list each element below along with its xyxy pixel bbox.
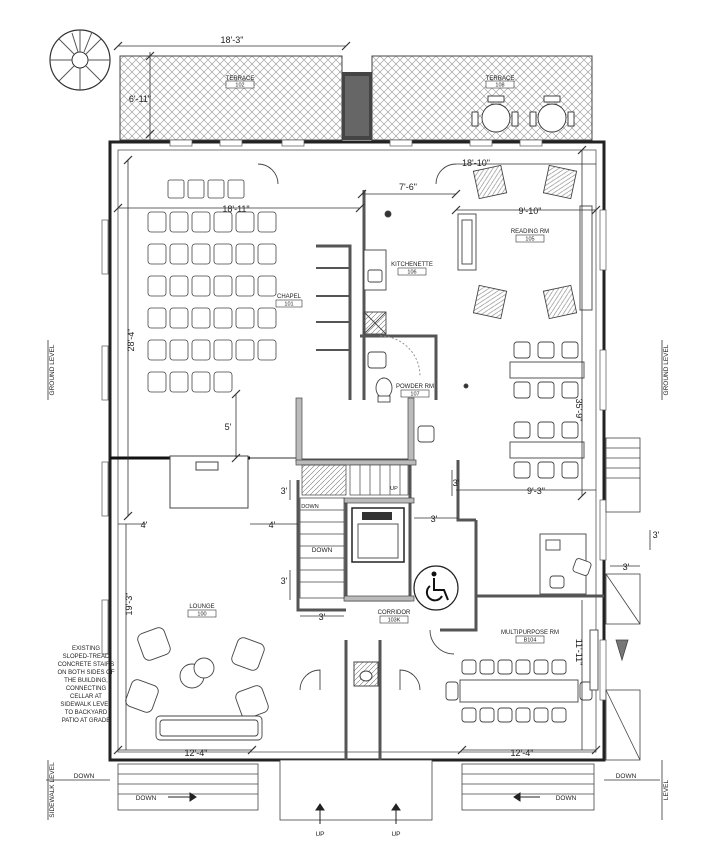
down-center: DOWN: [312, 547, 333, 554]
up-right: UP: [391, 831, 400, 838]
svg-text:CELLAR AT: CELLAR AT: [70, 694, 102, 700]
corridor-num: 103K: [388, 618, 401, 624]
accessibility-icon: [413, 565, 459, 611]
svg-text:TO BACKYARD: TO BACKYARD: [65, 710, 108, 716]
dim-three-c: 3': [319, 612, 326, 622]
powder-name: POWDER RM: [396, 384, 434, 390]
room-labels: TERRACE 102 TERRACE 108 CHAPEL 101 KITCH…: [187, 76, 559, 644]
dim-chapel-depth: 28'-4": [126, 329, 136, 352]
spiral-stair: [49, 29, 111, 91]
dim-bottom-right: 12'-4": [511, 748, 534, 758]
kitchenette-num: 106: [407, 270, 416, 276]
dim-multi-depth: 11'-11": [574, 639, 584, 666]
level-ground-right: GROUND LEVEL: [663, 344, 670, 395]
dim-top: 18'-3": [221, 35, 244, 45]
level-ground-left: GROUND LEVEL: [49, 344, 56, 395]
terrace-left: [119, 55, 343, 141]
lounge-name: LOUNGE: [189, 604, 214, 610]
level-lines: [47, 340, 663, 820]
exterior-wall-inner: [117, 149, 597, 753]
dim-four-a: 4': [141, 520, 148, 530]
dim-three-f: 3': [653, 530, 660, 540]
chapel-chairs: [147, 179, 277, 393]
terrace-right-name: TERRACE: [486, 76, 515, 82]
dim-three-e: 3': [453, 478, 460, 488]
terrace-left-num: 102: [235, 83, 244, 89]
existing-stairs-note: EXISTING SLOPED-TREAD CONCRETE STAIRS ON…: [57, 646, 114, 724]
entry-arrows: [315, 803, 401, 824]
down-left: DOWN: [74, 773, 95, 780]
dim-chapel-w: 18'-11": [222, 204, 249, 214]
office-furniture: [445, 533, 599, 723]
wall-fill: [295, 397, 417, 602]
down-stair-br: DOWN: [556, 795, 577, 802]
down-right: DOWN: [616, 773, 637, 780]
down-lift: DOWN: [301, 504, 318, 510]
svg-text:EXISTING: EXISTING: [72, 646, 100, 652]
corridor-name: CORRIDOR: [378, 610, 411, 616]
svg-text:SIDEWALK LEVEL: SIDEWALK LEVEL: [60, 702, 112, 708]
reading-furniture: [457, 164, 593, 389]
svg-text:CONCRETE STAIRS: CONCRETE STAIRS: [58, 662, 115, 668]
terrace-right-num: 108: [495, 83, 504, 89]
chapel-altar: [169, 455, 249, 509]
dim-reading-w: 9'-10": [519, 206, 542, 216]
level-sidewalk-left: SIDEWALK LEVEL: [49, 762, 56, 818]
reading-num: 105: [525, 237, 534, 243]
powder-fixtures: [367, 335, 435, 443]
windows: [101, 139, 607, 701]
dimension-labels: 18'-3" 6'-11" 18'-10" 7'-6" 18'-11" 9'-1…: [124, 35, 660, 758]
lounge-num: 100: [197, 612, 206, 618]
reading-name: READING RM: [511, 229, 549, 235]
dim-bottom-left: 12'-4": [185, 748, 208, 758]
dim-right-depth: 35'-9": [574, 399, 584, 422]
up-label: UP: [390, 486, 398, 492]
svg-text:SLOPED-TREAD: SLOPED-TREAD: [63, 654, 110, 660]
dim-three-d: 3': [431, 514, 438, 524]
svg-text:CONNECTING: CONNECTING: [66, 686, 107, 692]
vestibule-planter: [353, 661, 379, 687]
dim-kitchen-w: 7'-6": [399, 182, 417, 192]
svg-text:THE BUILDING,: THE BUILDING,: [64, 678, 108, 684]
front-stairs: [117, 759, 595, 821]
dim-terrace-depth: 6'-11": [129, 94, 151, 104]
terrace-left-name: TERRACE: [226, 76, 255, 82]
dim-three-a: 3': [281, 486, 288, 496]
dim-lounge-depth: 19'-3": [124, 593, 134, 616]
level-sidewalk-right: LEVEL: [663, 780, 670, 801]
powder-num: 107: [410, 392, 419, 398]
kitchenette-name: KITCHENETTE: [391, 262, 433, 268]
down-stair-bl: DOWN: [136, 795, 157, 802]
restroom-stalls: [316, 267, 350, 351]
dim-reading-top: 18'-10": [462, 158, 490, 168]
terrace-divider: [345, 76, 369, 136]
stair-arrows: [168, 792, 540, 802]
side-stairs: [605, 437, 641, 761]
multipurpose-name: MULTIPURPOSE RM: [501, 630, 559, 636]
dim-four-b: 4': [269, 520, 276, 530]
chapel-name: CHAPEL: [277, 294, 302, 300]
chapel-num: 101: [284, 302, 293, 308]
multipurpose-num: B104: [524, 638, 537, 644]
elevator-pit: [357, 523, 399, 559]
dim-three-b: 3': [281, 576, 288, 586]
kitchenette-fixtures: [363, 210, 392, 335]
dimension-lines: [46, 45, 660, 781]
reading-tables: [509, 341, 585, 479]
dim-three-g: 3': [623, 562, 630, 572]
dim-five: 5': [225, 422, 232, 432]
terrace-tables: [471, 95, 575, 133]
dimension-ticks: [113, 41, 601, 755]
dim-nine-three: 9'-3": [527, 486, 545, 496]
up-left: UP: [315, 831, 324, 838]
svg-text:PATIO AT GRADE: PATIO AT GRADE: [62, 718, 111, 724]
lounge-furniture: [125, 627, 269, 741]
main-stair: [299, 464, 409, 599]
svg-text:ON BOTH SIDES OF: ON BOTH SIDES OF: [57, 670, 114, 676]
